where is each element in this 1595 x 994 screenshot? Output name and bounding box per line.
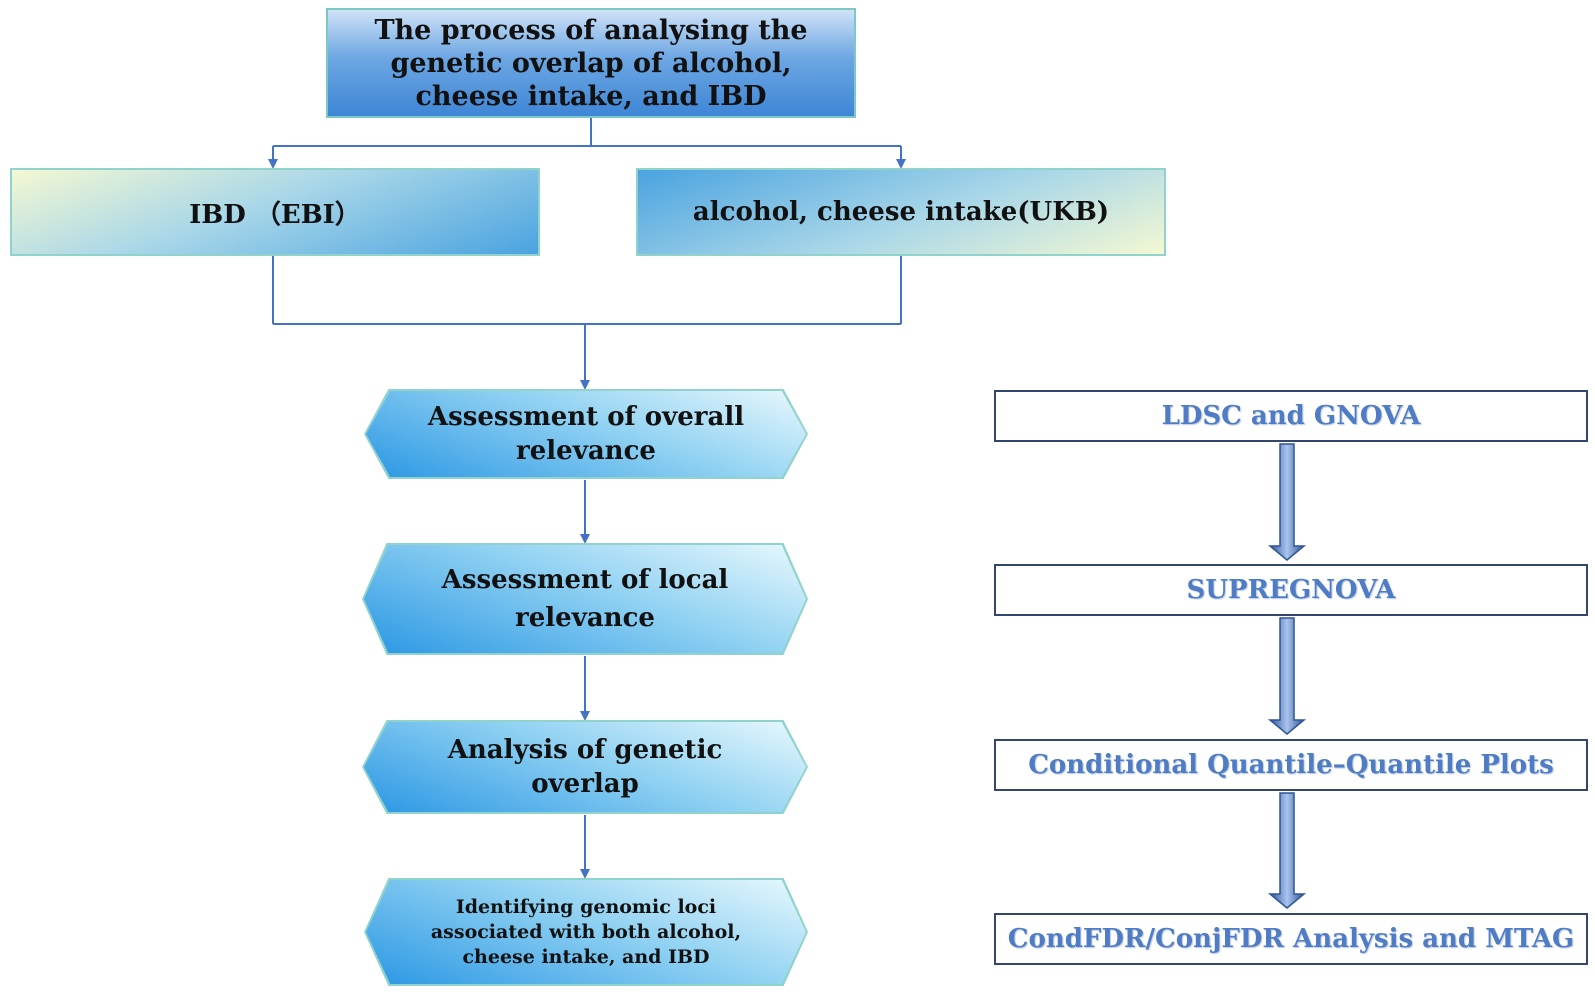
block-arrow-method2-to-3 — [1267, 617, 1307, 735]
process-title: The process of analysing the genetic ove… — [374, 14, 808, 112]
method-box-conditional-qq: Conditional Quantile–Quantile Plots — [994, 739, 1588, 791]
method-box-ldsc-gnova: LDSC and GNOVA — [994, 390, 1588, 442]
flow-step-local-relevance: Assessment of local relevance — [362, 543, 808, 655]
flow-step-label: Assessment of overall relevance — [427, 402, 745, 466]
source-box-ibd: IBD （EBI） — [10, 168, 540, 256]
flow-step-genetic-overlap: Analysis of genetic overlap — [362, 720, 808, 814]
flow-step-label: Identifying genomic loci associated with… — [430, 895, 742, 968]
method-box-supregnova: SUPREGNOVA — [994, 564, 1588, 616]
block-arrow-method3-to-4 — [1267, 792, 1307, 909]
flow-step-label: Analysis of genetic overlap — [447, 735, 723, 799]
method-label: Conditional Quantile–Quantile Plots — [1028, 750, 1554, 780]
source-label-alcohol-cheese: alcohol, cheese intake(UKB) — [692, 197, 1110, 227]
process-title-box: The process of analysing the genetic ove… — [326, 8, 856, 118]
flow-step-identifying-loci: Identifying genomic loci associated with… — [364, 878, 808, 986]
method-label: LDSC and GNOVA — [1161, 401, 1421, 431]
source-box-alcohol-cheese: alcohol, cheese intake(UKB) — [636, 168, 1166, 256]
method-label: CondFDR/ConjFDR Analysis and MTAG — [1007, 924, 1575, 954]
flow-step-label: Assessment of local relevance — [441, 565, 729, 633]
flow-step-overall-relevance: Assessment of overall relevance — [364, 389, 808, 479]
method-label: SUPREGNOVA — [1186, 575, 1396, 605]
block-arrow-method1-to-2 — [1267, 443, 1307, 561]
method-box-condfdr-mtag: CondFDR/ConjFDR Analysis and MTAG — [994, 913, 1588, 965]
source-label-ibd: IBD （EBI） — [189, 199, 361, 230]
